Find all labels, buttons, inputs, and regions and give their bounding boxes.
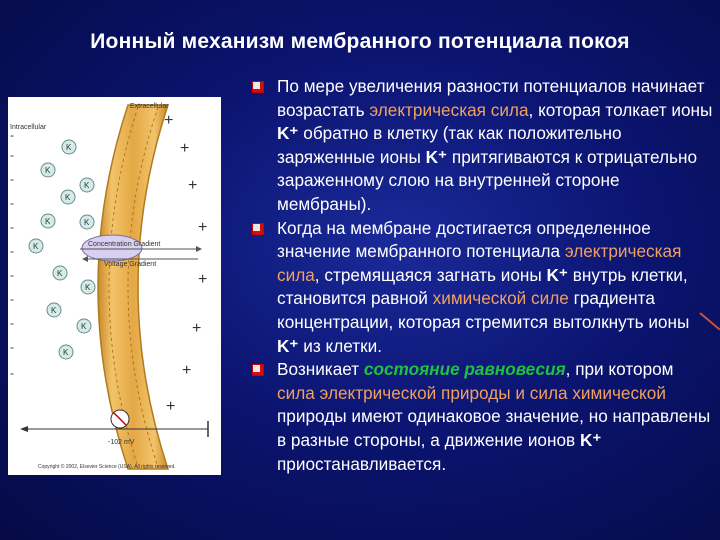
svg-text:K: K <box>45 217 51 226</box>
svg-text:K: K <box>65 193 71 202</box>
voltage-gradient-label: Voltage Gradient <box>104 261 156 268</box>
minus-sign: - <box>10 340 14 354</box>
minus-sign: - <box>10 366 14 380</box>
svg-text:K: K <box>45 166 51 175</box>
svg-text:K: K <box>84 218 90 227</box>
minus-sign: - <box>10 316 14 330</box>
minus-sign: - <box>10 128 14 142</box>
minus-sign: - <box>10 220 14 234</box>
svg-text:K: K <box>63 348 69 357</box>
paragraph-3: Возникает состояние равновесия, при кото… <box>252 358 714 476</box>
bullet-icon <box>252 81 264 93</box>
svg-text:K: K <box>57 269 63 278</box>
svg-text:K: K <box>85 283 91 292</box>
plus-sign: + <box>188 177 197 194</box>
svg-text:K: K <box>66 143 72 152</box>
minus-sign: - <box>10 244 14 258</box>
minus-sign: - <box>10 148 14 162</box>
k-ion: K <box>58 344 74 360</box>
k-ion: K <box>28 238 44 254</box>
extracellular-label: Extracellular <box>130 103 169 110</box>
paragraph-2: Когда на мембране достигается определенн… <box>252 217 714 359</box>
svg-text:K: K <box>33 242 39 251</box>
text-content: По мере увеличения разности потенциалов … <box>252 75 714 476</box>
plus-sign: + <box>164 112 173 129</box>
k-ion: K <box>60 189 76 205</box>
k-ion: K <box>79 177 95 193</box>
bullet-icon <box>252 222 264 235</box>
membrane-diagram: Extracellular Intracellular Concentratio… <box>8 97 221 475</box>
k-ion: K <box>79 214 95 230</box>
k-ion: K <box>76 318 92 334</box>
k-ion: K <box>40 162 56 178</box>
concentration-gradient-label: Concentration Gradient <box>88 241 160 248</box>
copyright: Copyright © 2002, Elsevier Science (USA)… <box>38 463 176 470</box>
plus-sign: + <box>166 398 175 415</box>
plus-sign: + <box>182 362 191 379</box>
svg-text:K: K <box>81 322 87 331</box>
membrane-svg: Extracellular Intracellular Concentratio… <box>10 103 209 470</box>
slide-title: Ионный механизм мембранного потенциала п… <box>90 30 630 53</box>
k-ion: K <box>52 265 68 281</box>
ion-channel <box>81 234 143 262</box>
minus-sign: - <box>10 172 14 186</box>
plus-sign: + <box>198 271 207 288</box>
plus-sign: + <box>198 219 207 236</box>
k-ion: K <box>46 302 62 318</box>
minus-sign: - <box>10 196 14 210</box>
lipid-bilayer <box>97 104 170 470</box>
svg-text:K: K <box>84 181 90 190</box>
minus-sign: - <box>10 268 14 282</box>
k-ion: K <box>61 139 77 155</box>
paragraph-1: По мере увеличения разности потенциалов … <box>252 75 714 217</box>
svg-text:K: K <box>51 306 57 315</box>
plus-sign: + <box>180 140 189 157</box>
intracellular-label: Intracellular <box>10 124 47 131</box>
bullet-icon <box>252 364 264 377</box>
voltage-reading: -102 mV <box>108 439 135 446</box>
minus-sign: - <box>10 292 14 306</box>
plus-sign: + <box>192 320 201 337</box>
k-ion: K <box>40 213 56 229</box>
k-ion: K <box>80 279 96 295</box>
